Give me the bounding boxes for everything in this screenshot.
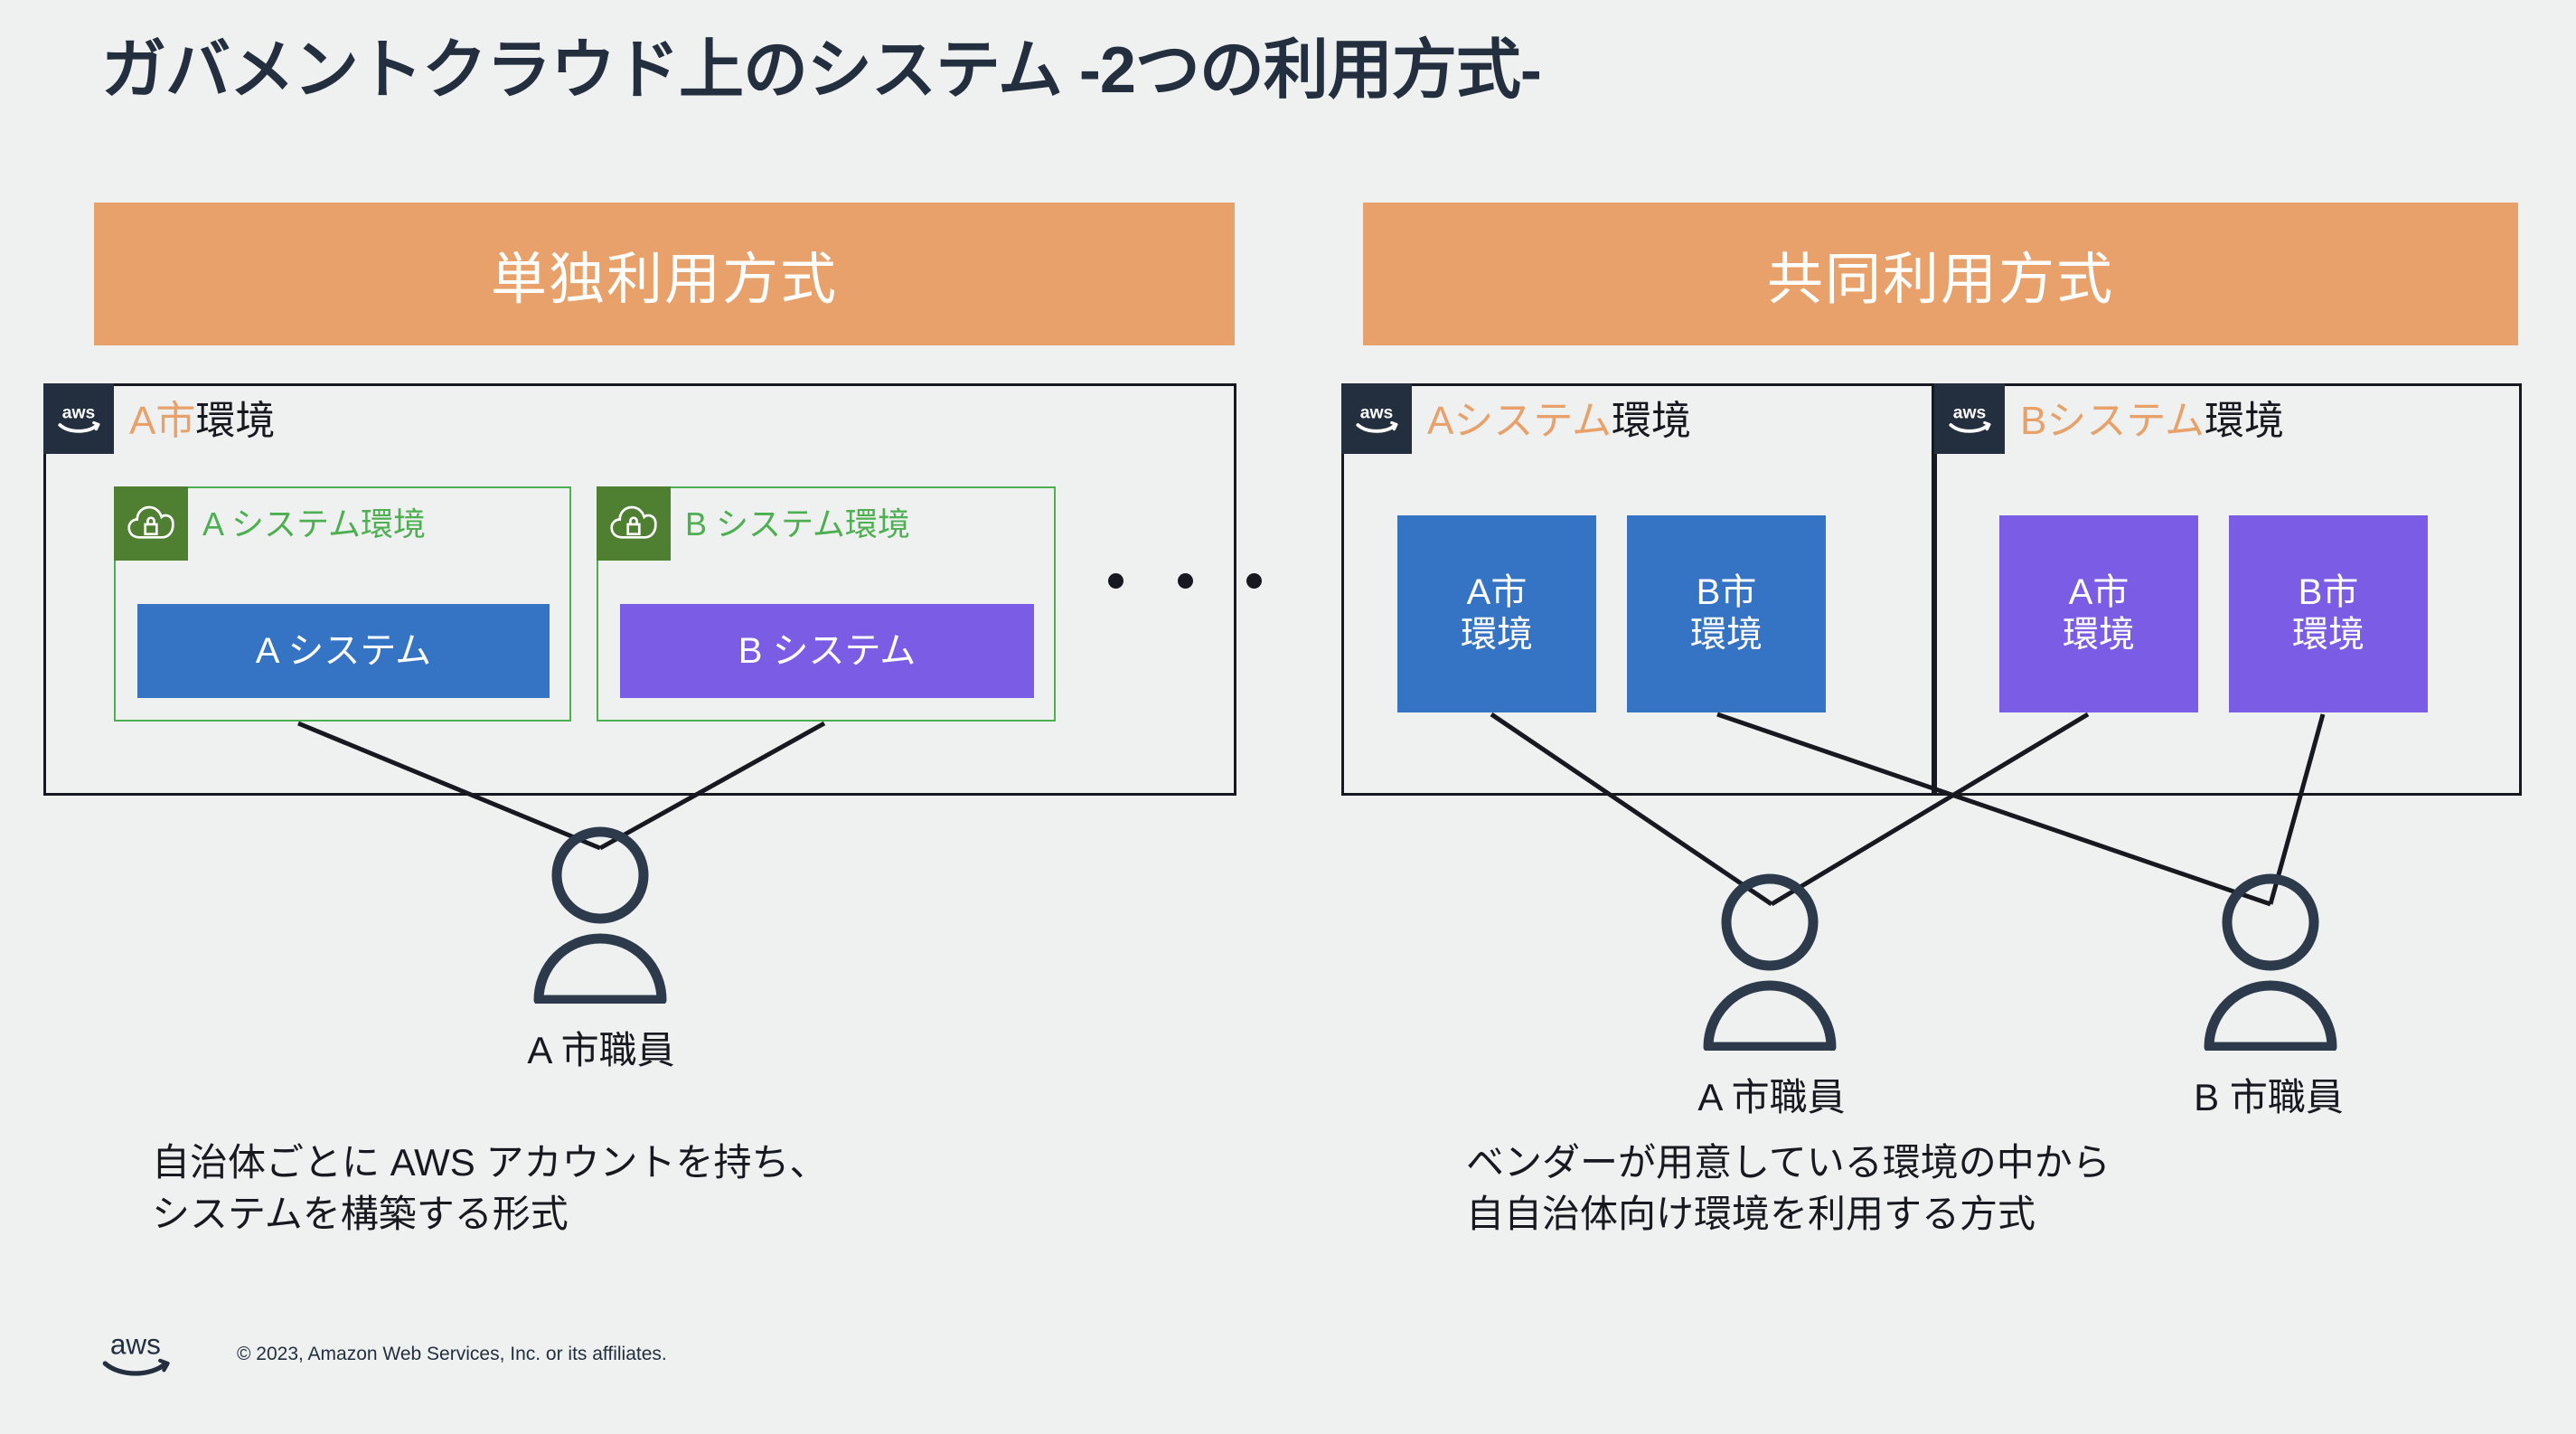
- caption-shared-use: ベンダーが用意している環境の中から 自自治体向け環境を利用する方式: [1466, 1141, 2111, 1235]
- system-box-a: A システム: [137, 604, 550, 698]
- banner-single-use: 単独利用方式: [94, 203, 1235, 345]
- vpc-title-system-b: B システム環境: [685, 505, 910, 542]
- account-title-city-a: A市環境: [129, 393, 275, 449]
- svg-text:aws: aws: [1953, 402, 1987, 422]
- aws-logo-icon: aws: [1934, 383, 2005, 454]
- person-label-city-a-staff-left: A 市職員: [527, 1029, 675, 1071]
- account-title-highlight: Aシステム: [1427, 399, 1612, 443]
- account-title-rest: 環境: [2205, 399, 2285, 443]
- account-title-system-b: Bシステム環境: [2020, 393, 2284, 449]
- system-box-b: B システム: [620, 604, 1034, 698]
- system-box-b-label: B システム: [738, 630, 917, 671]
- cloud-lock-icon: [114, 486, 188, 561]
- env-tile-city-a-in-system-a: A市 環境: [1397, 515, 1596, 712]
- account-title-rest: 環境: [195, 399, 276, 443]
- vpc-title-system-a: A システム環境: [202, 505, 426, 542]
- account-title-highlight: Bシステム: [2020, 399, 2205, 443]
- env-tile-label: B市 環境: [2292, 571, 2364, 655]
- person-icon: [1697, 870, 1842, 1052]
- account-title-highlight: A市: [129, 399, 196, 443]
- system-box-a-label: A システム: [255, 630, 432, 671]
- env-tile-city-b-in-system-b: B市 環境: [2229, 515, 2428, 712]
- env-tile-label: A市 環境: [2063, 571, 2135, 655]
- banner-shared-use: 共同利用方式: [1363, 203, 2518, 345]
- account-title-rest: 環境: [1612, 399, 1692, 443]
- env-tile-city-b-in-system-a: B市 環境: [1627, 515, 1826, 712]
- person-icon: [528, 823, 672, 1005]
- env-tile-city-a-in-system-b: A市 環境: [1999, 515, 2198, 712]
- caption-single-use: 自治体ごとに AWS アカウントを持ち、 システムを構築する形式: [152, 1141, 828, 1235]
- ellipsis-dot: [1177, 573, 1193, 589]
- ellipsis-dot: [1246, 573, 1262, 589]
- ellipsis-more-systems: [1108, 573, 1262, 589]
- copyright-text: © 2023, Amazon Web Services, Inc. or its…: [237, 1344, 667, 1364]
- person-label-city-a-staff-right: A 市職員: [1697, 1076, 1846, 1118]
- person-icon: [2198, 870, 2343, 1052]
- aws-logo-icon: aws: [43, 383, 114, 454]
- env-tile-label: A市 環境: [1461, 571, 1533, 655]
- page-title: ガバメントクラウド上のシステム -2つの利用方式-: [101, 34, 1542, 107]
- cloud-lock-icon: [597, 486, 671, 561]
- aws-logo-icon: aws: [1341, 383, 1412, 454]
- svg-text:aws: aws: [110, 1327, 161, 1360]
- aws-logo-icon: aws: [99, 1326, 175, 1376]
- ellipsis-dot: [1108, 573, 1123, 589]
- env-tile-label: B市 環境: [1690, 571, 1763, 655]
- banner-shared-use-label: 共同利用方式: [1766, 249, 2114, 311]
- person-label-city-b-staff: B 市職員: [2194, 1076, 2344, 1118]
- banner-single-use-label: 単独利用方式: [490, 249, 838, 311]
- account-title-system-a: Aシステム環境: [1427, 393, 1691, 449]
- svg-text:aws: aws: [1360, 402, 1394, 422]
- svg-text:aws: aws: [62, 402, 96, 422]
